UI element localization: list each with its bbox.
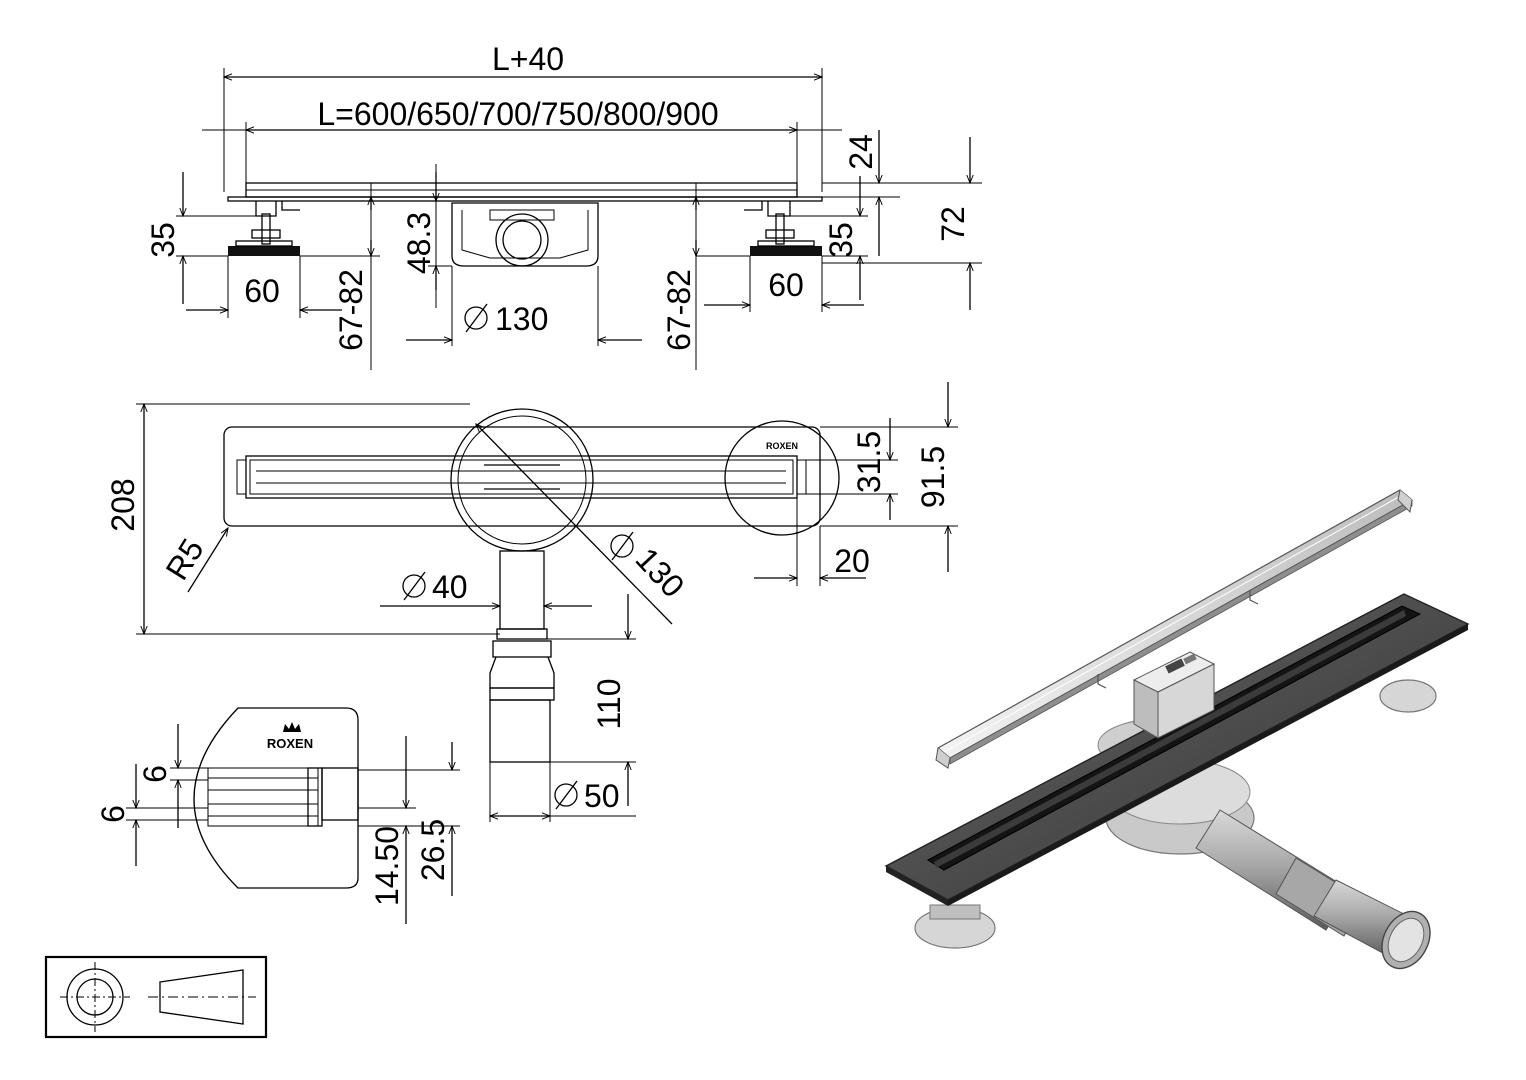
dim-end-offset: 20 [834,543,870,579]
dim-depth-b: 26.5 [415,819,451,881]
dim-pipe-end-diameter: 50 [584,778,620,814]
left-leveling-foot [228,201,300,256]
dim-leg-height-left: 35 [145,222,181,258]
diameter-symbol-icon [554,780,578,810]
dim-slot-width: 31.5 [851,431,887,493]
right-leveling-foot [744,201,822,256]
dim-gap-top: 6 [137,765,173,783]
crown-icon [283,722,301,732]
dim-leg-range-right: 67-82 [661,269,697,351]
dim-radius: R5 [159,532,211,586]
plan-view: ROXEN 208 R5 130 31.5 91.5 [105,382,958,822]
brand-label-detail: ROXEN [267,736,313,751]
drain-3d-render [884,489,1470,970]
dim-leg-height-right: 35 [823,222,859,258]
first-angle-projection-icon [44,955,268,1039]
dim-gap-bottom: 6 [95,805,131,823]
dim-lengths: L=600/650/700/750/800/900 [317,96,718,132]
diameter-symbol-icon [610,531,634,561]
dim-outlet-diameter-plan: 130 [629,541,692,605]
dim-pipe-length: 110 [591,678,627,729]
dim-body-depth: 48.3 [401,212,437,274]
dim-total-height: 72 [935,206,971,242]
dim-frame-height: 24 [843,134,879,170]
dim-outlet-diameter-top: 130 [495,301,548,337]
elevation-view: L+40 L=600/650/700/750/800/900 24 72 35 … [145,41,982,370]
dim-width: 208 [105,478,141,531]
dim-pipe-diameter: 40 [432,569,468,605]
diameter-symbol-icon [464,303,488,333]
detail-view: ROXEN 6 6 14.50 26.5 [95,707,460,924]
dim-foot-width-right: 60 [768,267,804,303]
brand-label-plan: ROXEN [766,441,798,451]
dim-plate-width: 91.5 [915,446,951,508]
dim-foot-width-left: 60 [244,273,280,309]
dim-depth-a: 14.50 [369,826,405,906]
dim-overall-length: L+40 [492,41,564,77]
drain-body-elevation [451,202,599,267]
diameter-symbol-icon [402,571,426,601]
dim-leg-range-left: 67-82 [333,269,369,351]
